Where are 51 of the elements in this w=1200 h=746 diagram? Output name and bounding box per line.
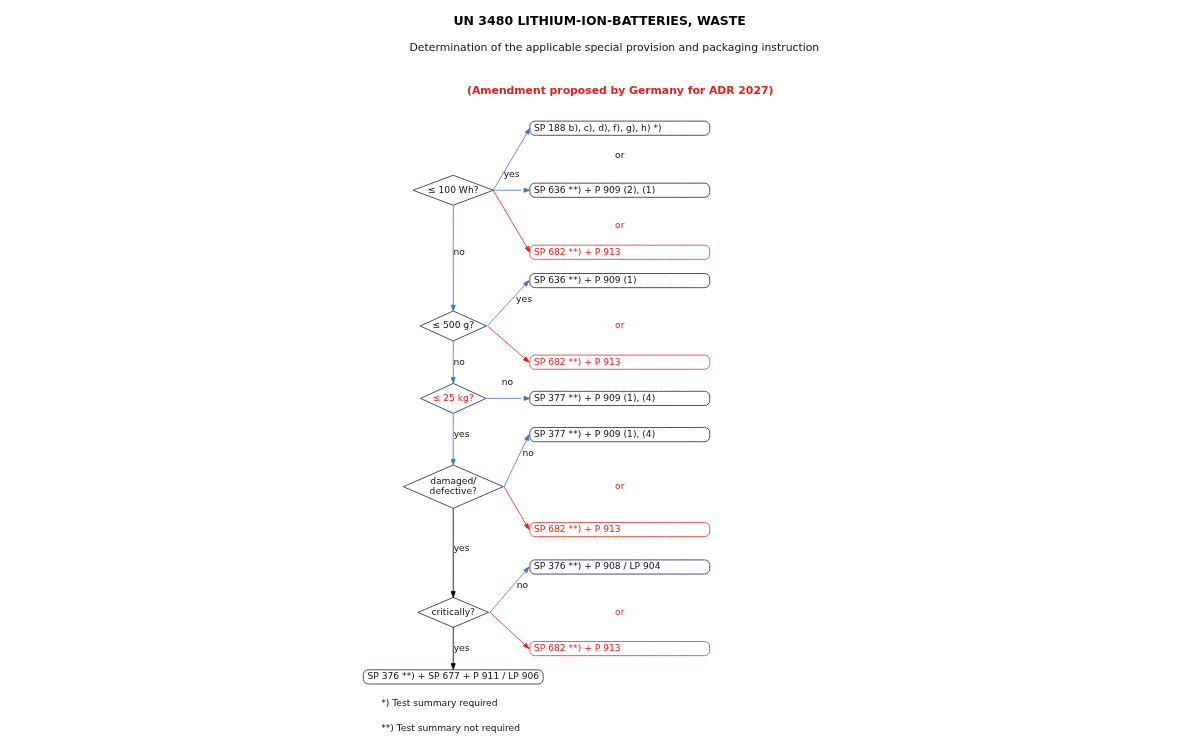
label: *) Test summary required [381, 697, 498, 708]
node-box: SP 376 **) + P 908 / LP 904 [529, 559, 711, 575]
arrow [450, 412, 456, 466]
label: or [615, 606, 625, 617]
edge-label: no [453, 246, 465, 257]
node-box: SP 636 **) + P 909 (1) [529, 273, 711, 289]
edge-label: no [522, 447, 534, 458]
node-diamond: ≤ 100 Wh? [412, 174, 494, 206]
arrow [450, 204, 456, 312]
label: (Amendment proposed by Germany for ADR 2027) [466, 83, 774, 97]
arrow [450, 340, 456, 384]
label: or [615, 320, 625, 331]
diagram-title: UN 3480 LITHIUM-ION-BATTERIES, WASTE [453, 12, 746, 28]
arrow [489, 566, 530, 613]
edge-label: no [516, 580, 529, 591]
node-diamond: ≤ 25 kg? [420, 382, 487, 414]
edge-label: yes [503, 168, 520, 179]
node-diamond: critically? [417, 596, 490, 628]
node-box: SP 377 **) + P 909 (1), (4) [529, 427, 711, 443]
edge-label: no [501, 376, 514, 387]
edge-label: no [453, 356, 465, 367]
node-box: SP 682 **) + P 913 [529, 522, 711, 538]
node-box: SP 682 **) + P 913 [529, 354, 711, 370]
node-diamond: damaged/ defective? [402, 464, 504, 509]
node-box: SP 636 **) + P 909 (2), (1) [529, 182, 711, 198]
node-box: SP 376 **) + SP 677 + P 911 / LP 906 [362, 669, 544, 685]
arrow [486, 325, 530, 363]
arrow [503, 434, 530, 488]
edge-label: yes [453, 428, 470, 439]
edge-label: yes [516, 293, 532, 304]
arrow [450, 626, 456, 670]
arrow [492, 127, 531, 191]
arrow [485, 395, 531, 401]
edge-label: yes [453, 542, 470, 553]
edge-label: yes [453, 642, 470, 653]
node-box: SP 682 **) + P 913 [529, 641, 711, 657]
node-diamond: ≤ 500 g? [419, 310, 487, 342]
node-box: SP 188 b), c), d), f), g), h) *) [529, 120, 711, 136]
arrow [450, 507, 456, 598]
arrow [492, 189, 531, 253]
arrow [493, 187, 531, 193]
label: **) Test summary not required [381, 722, 520, 733]
node-box: SP 377 **) + P 909 (1), (4) [529, 390, 711, 406]
label: Determination of the applicable special provision and packaging instruction [409, 40, 820, 54]
label: or [615, 219, 625, 230]
arrow [486, 280, 530, 327]
node-box: SP 682 **) + P 913 [529, 244, 711, 260]
arrow [503, 486, 530, 530]
label: or [615, 149, 625, 160]
arrow [489, 611, 530, 649]
label: or [615, 480, 625, 491]
